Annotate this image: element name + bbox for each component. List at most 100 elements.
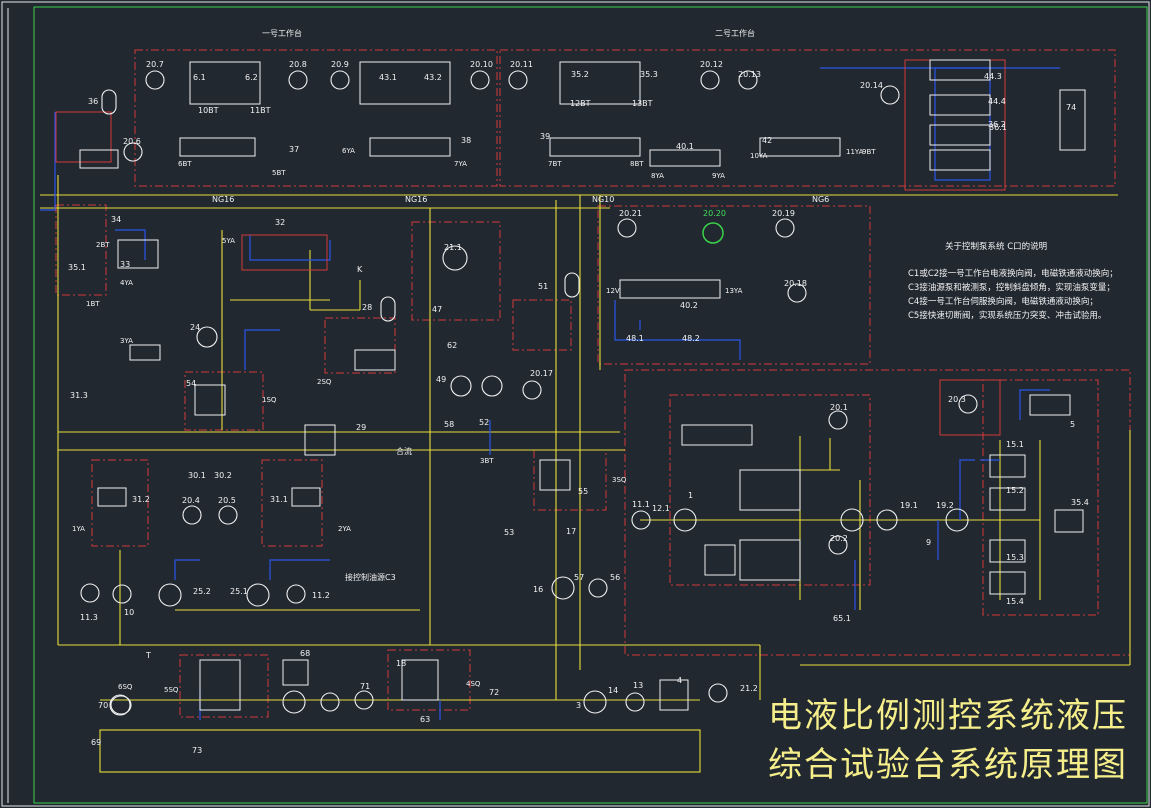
gauge-label: 20.5	[218, 496, 236, 505]
component-label: 43.2	[424, 73, 442, 82]
gauge-label: 20.12	[700, 60, 723, 69]
gauge-label: 20.17	[530, 369, 553, 378]
component-label: 5	[1070, 420, 1075, 429]
component-label: 31.2	[132, 495, 150, 504]
component-label: 48.2	[682, 334, 700, 343]
valve-tag-label: 11YA	[846, 148, 864, 156]
component-label: 32	[275, 218, 285, 227]
component-label: 13BT	[632, 99, 653, 108]
t-port-label: T	[145, 651, 151, 660]
gauge-green	[702, 222, 724, 244]
component-label: 30.1	[188, 471, 206, 480]
component-label: 15.4	[1006, 597, 1024, 606]
valve-tag-label: 2BT	[96, 241, 110, 249]
inner-frame	[33, 6, 1148, 804]
gauge-label: 20.6	[123, 137, 141, 146]
gauge-label: 20.14	[860, 81, 883, 90]
gauge-label: 20.9	[331, 60, 349, 69]
component-label: 40.1	[676, 142, 694, 151]
component-label: 33	[120, 260, 130, 269]
valve-tag-label: 2YA	[338, 525, 351, 533]
component-label: 44.4	[988, 97, 1006, 106]
line-size-labels: NG16 NG16 NG10 NG6	[212, 195, 829, 204]
component-label: 28	[362, 303, 372, 312]
valve-tag-label: 13YA	[725, 287, 743, 295]
component-label: 44.3	[984, 72, 1002, 81]
valve-tag-label: 5BT	[272, 169, 286, 177]
component-label: 31.3	[70, 391, 88, 400]
component-label: 35.4	[1071, 498, 1089, 507]
component-label: 74	[1066, 103, 1076, 112]
component-label: 25.1	[230, 587, 248, 596]
drawing-title: 电液比例测控系统液压 综合试验台系统原理图	[768, 696, 1128, 785]
component-label: 58	[444, 420, 454, 429]
valve-tag-label: 1YA	[72, 525, 85, 533]
notes-line-4: C5接快速切断阀，实现系统压力突变、冲击试验用。	[908, 310, 1106, 321]
valve-tag-label: 8BT	[630, 160, 644, 168]
valve-tag-label: 1SQ	[262, 396, 277, 404]
component-label: 51	[538, 282, 548, 291]
component-label: 38	[461, 136, 471, 145]
component-label: 15.3	[1006, 553, 1024, 562]
valve-tag-label: 12V	[606, 287, 620, 295]
component-label: 65.1	[833, 614, 851, 623]
gauge-label: 20.11	[510, 60, 533, 69]
gauge-label: 20.4	[182, 496, 200, 505]
component-label: 6.2	[245, 73, 258, 82]
valve-tag-label: 5SQ	[164, 686, 179, 694]
component-label: 30.2	[214, 471, 232, 480]
component-label: 62	[447, 341, 457, 350]
component-label: 1	[688, 491, 693, 500]
valve-tag-label: 10YA	[750, 152, 768, 160]
red-solid-boxes	[55, 59, 1006, 436]
component-label: 70	[98, 701, 108, 710]
valve-tag-label: 4YA	[120, 279, 133, 287]
gauge-label: 20.3	[948, 395, 966, 404]
valve-tag-label: 5YA	[222, 237, 235, 245]
component-label: 11BT	[250, 106, 271, 115]
station-label-group: 一号工作台 二号工作台	[262, 28, 755, 38]
component-label: 69	[91, 738, 101, 747]
component-label: 36.2	[988, 120, 1006, 129]
component-label: 29	[356, 423, 366, 432]
component-label: 12BT	[570, 99, 591, 108]
component-label: 24	[190, 323, 200, 332]
component-label: 15.1	[1006, 440, 1024, 449]
gauge-label: 20.13	[738, 70, 761, 79]
component-label: 6.1	[193, 73, 206, 82]
gauge-label: 20.20	[703, 209, 726, 218]
component-label: 19.1	[900, 501, 918, 510]
notes-heading: 关于控制泵系统 C口的说明	[945, 241, 1047, 252]
component-label: 12.1	[652, 504, 670, 513]
component-label: 13	[633, 681, 643, 690]
component-label: 14	[608, 686, 618, 695]
component-label: 36.1	[989, 123, 1007, 132]
accumulator-symbols	[101, 89, 580, 715]
component-label: 55	[578, 487, 588, 496]
component-label: 68	[300, 649, 310, 658]
component-label: 35.2	[571, 70, 589, 79]
component-label: 4	[677, 676, 682, 685]
gauge-label: 20.21	[619, 209, 642, 218]
annotations: 接控制油源C3 合流 K T	[145, 265, 412, 660]
station2-label: 二号工作台	[715, 28, 755, 38]
notes-line-3: C4接一号工作台伺服换向阀，电磁铁通液动换向；	[908, 296, 1098, 307]
valve-tag-label: 3SQ	[612, 476, 627, 484]
component-label: 56	[610, 573, 620, 582]
component-label: 53	[504, 528, 514, 537]
component-label: 36	[88, 97, 98, 106]
gauge-label: 20.7	[146, 60, 164, 69]
component-label: 54	[186, 379, 196, 388]
title-line-2: 综合试验台系统原理图	[768, 745, 1128, 785]
component-label: 34	[111, 215, 121, 224]
component-label: 35.1	[68, 263, 86, 272]
component-label: 16	[533, 585, 543, 594]
component-label: 57	[574, 573, 584, 582]
component-label: 25.2	[193, 587, 211, 596]
gauge-label: 20.2	[830, 534, 848, 543]
valve-tag-label: 9BT	[862, 148, 876, 156]
